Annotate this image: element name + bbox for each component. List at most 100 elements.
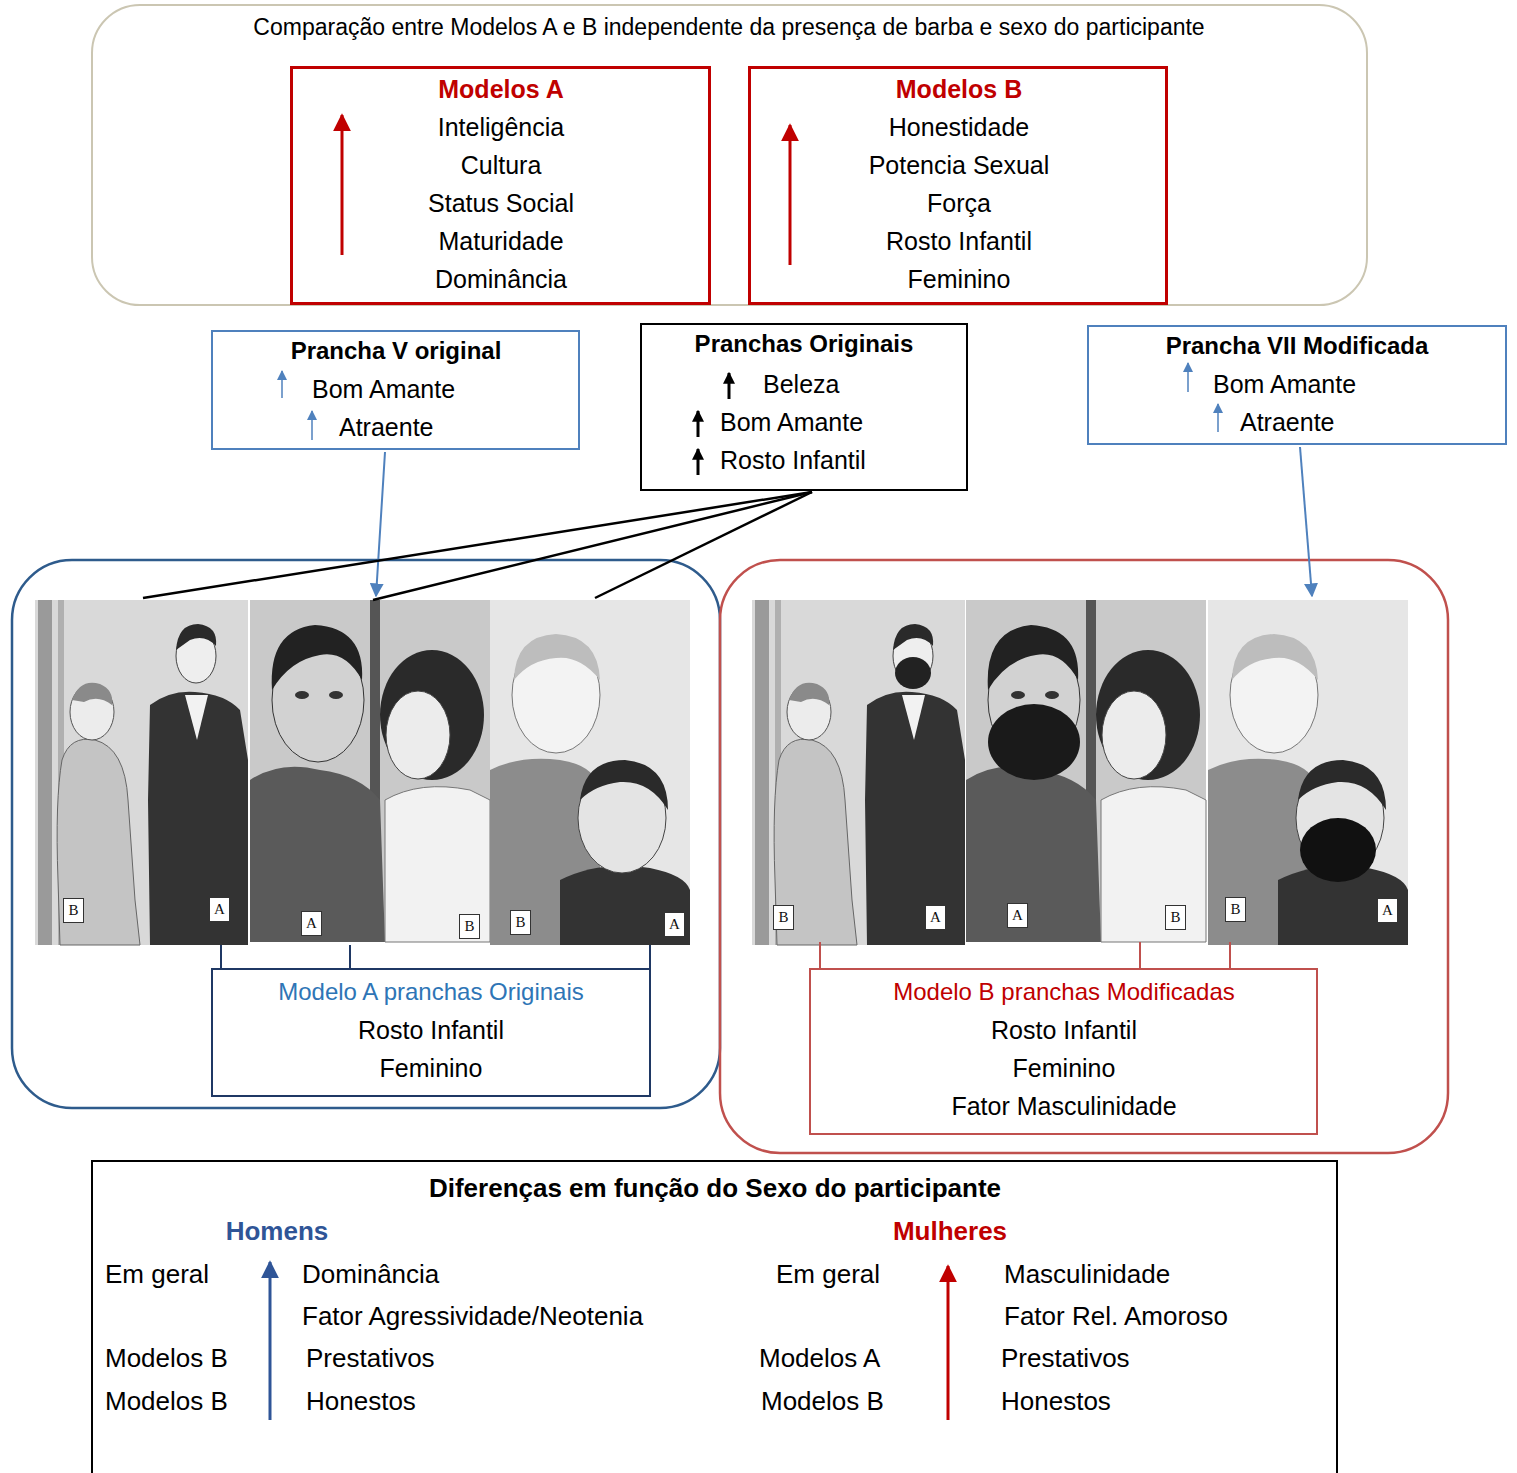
- box-item: Maturidade: [438, 227, 563, 256]
- plate-letter: B: [459, 914, 480, 939]
- box-item: Dominância: [302, 1260, 439, 1290]
- leader-line: [1300, 447, 1312, 596]
- sex-differences-box: Diferenças em função do Sexo do particip…: [91, 1160, 1338, 1473]
- plate-letter: A: [1007, 903, 1028, 928]
- box-item: Prestativos: [306, 1344, 435, 1374]
- original-plates-box: Pranchas OriginaisBelezaBom AmanteRosto …: [640, 323, 968, 491]
- box-item: Feminino: [1013, 1054, 1116, 1083]
- box-item: Rosto Infantil: [886, 227, 1032, 256]
- box-heading: Prancha V original: [291, 337, 502, 365]
- box-item: Em geral: [105, 1260, 209, 1290]
- plate-letter: B: [773, 905, 794, 930]
- box-item: Inteligência: [438, 113, 564, 142]
- top-panel-outline: [92, 5, 1367, 305]
- plate-letter: A: [1377, 898, 1398, 923]
- box-item: Homens: [226, 1217, 329, 1247]
- box-item: Fator Rel. Amoroso: [1004, 1302, 1228, 1332]
- box-item: Feminino: [908, 265, 1011, 294]
- bracket: [1229, 942, 1231, 968]
- box-heading: Modelo A pranchas Originais: [278, 978, 584, 1006]
- up-arrow: [311, 411, 313, 440]
- box-item: Bom Amante: [312, 375, 455, 404]
- leader-line: [595, 492, 812, 598]
- box-item: Feminino: [380, 1054, 483, 1083]
- box-heading: Prancha VII Modificada: [1166, 332, 1429, 360]
- box-heading: Comparação entre Modelos A e B independe…: [253, 14, 1204, 40]
- box-heading: Pranchas Originais: [695, 330, 914, 358]
- up-arrow: [1217, 404, 1219, 432]
- box-item: Cultura: [461, 151, 542, 180]
- up-arrow: [281, 371, 283, 398]
- box-item: Rosto Infantil: [991, 1016, 1137, 1045]
- plate-modified: [966, 600, 1206, 942]
- leader-line: [373, 492, 812, 600]
- up-arrow: [697, 411, 700, 437]
- plate-letter: A: [664, 912, 685, 937]
- up-arrow: [947, 1266, 950, 1420]
- box-item: Rosto Infantil: [720, 446, 866, 475]
- plate-original: [250, 600, 490, 942]
- leader-line: [376, 452, 385, 596]
- plate-letter: A: [301, 911, 322, 936]
- box-item: Dominância: [435, 265, 567, 294]
- box-item: Honestos: [306, 1387, 416, 1417]
- original-plates-region: [12, 560, 720, 1108]
- leader-line: [143, 492, 812, 598]
- box-item: Modelos B: [105, 1344, 228, 1374]
- plate-letter: B: [510, 910, 531, 935]
- model-b-result-box: Modelo B pranchas ModificadasRosto Infan…: [809, 968, 1318, 1135]
- box-item: Bom Amante: [720, 408, 863, 437]
- plate-letter: B: [63, 898, 84, 923]
- box-item: Masculinidade: [1004, 1260, 1170, 1290]
- box-item: Fator Agressividade/Neotenia: [302, 1302, 643, 1332]
- box-item: Beleza: [763, 370, 839, 399]
- up-arrow: [728, 373, 731, 399]
- up-arrow: [697, 449, 700, 475]
- box-item: Atraente: [1240, 408, 1335, 437]
- box-item: Mulheres: [893, 1217, 1007, 1247]
- box-heading: Modelos A: [438, 75, 563, 104]
- box-item: Modelos A: [759, 1344, 880, 1374]
- box-item: Status Social: [428, 189, 574, 218]
- box-item: Fator Masculinidade: [951, 1092, 1176, 1121]
- bracket: [1139, 942, 1141, 968]
- bracket: [649, 945, 651, 968]
- beard: [895, 657, 931, 689]
- plate-vii-box: Prancha VII ModificadaBom AmanteAtraente: [1087, 325, 1507, 445]
- box-item: Modelos B: [105, 1387, 228, 1417]
- box-heading: Modelos B: [896, 75, 1022, 104]
- box-item: Em geral: [776, 1260, 880, 1290]
- models-a-box: Modelos A InteligênciaCulturaStatus Socia…: [290, 66, 711, 305]
- beard: [1300, 818, 1376, 882]
- models-b-box: Modelos B HonestidadePotencia SexualForça…: [748, 66, 1168, 305]
- plate-modified: [752, 600, 965, 945]
- box-item: Potencia Sexual: [869, 151, 1050, 180]
- bracket: [220, 945, 222, 968]
- plate-v-box: Prancha V originalBom AmanteAtraente: [211, 330, 580, 450]
- plate-original: [35, 600, 248, 945]
- box-heading: Diferenças em função do Sexo do particip…: [429, 1174, 1001, 1204]
- box-item: Bom Amante: [1213, 370, 1356, 399]
- box-item: Rosto Infantil: [358, 1016, 504, 1045]
- plate-letter: A: [209, 897, 230, 922]
- up-arrow: [1187, 363, 1189, 392]
- bracket: [819, 942, 821, 968]
- box-item: Modelos B: [761, 1387, 884, 1417]
- box-item: Honestos: [1001, 1387, 1111, 1417]
- plate-letter: A: [925, 905, 946, 930]
- beard: [988, 704, 1080, 780]
- up-arrow: [269, 1262, 272, 1420]
- plate-modified: [1208, 600, 1408, 945]
- plate-original: [490, 600, 690, 945]
- up-arrow: [789, 125, 792, 265]
- box-item: Prestativos: [1001, 1344, 1130, 1374]
- box-item: Honestidade: [889, 113, 1029, 142]
- box-item: Força: [927, 189, 991, 218]
- model-a-result-box: Modelo A pranchas OriginaisRosto Infanti…: [211, 968, 651, 1097]
- box-item: Atraente: [339, 413, 434, 442]
- plate-letter: B: [1225, 897, 1246, 922]
- box-heading: Modelo B pranchas Modificadas: [893, 978, 1235, 1006]
- plate-letter: B: [1165, 905, 1186, 930]
